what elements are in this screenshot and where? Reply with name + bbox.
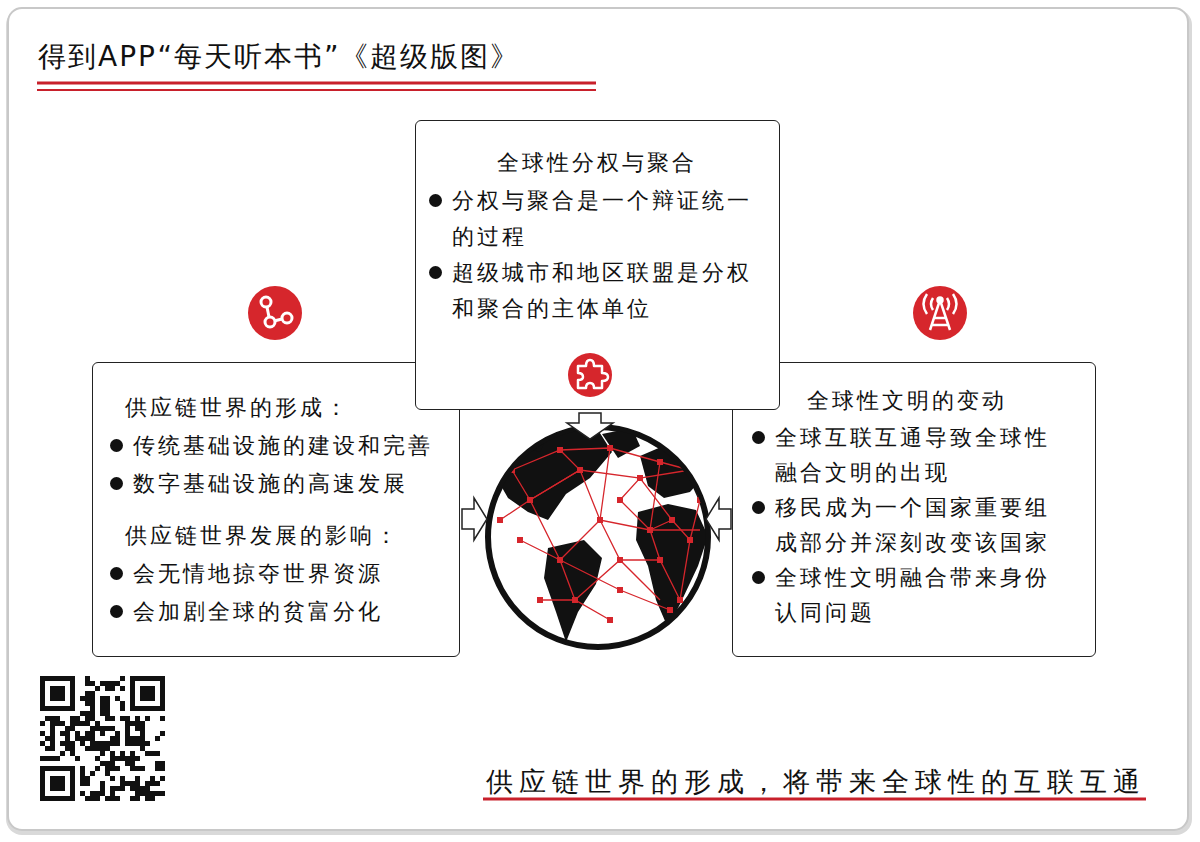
title-underline bbox=[37, 89, 596, 91]
bullet-item: 传统基础设施的建设和完善 bbox=[107, 427, 449, 465]
hollow-arrow bbox=[706, 498, 731, 540]
caption-underline bbox=[483, 798, 1146, 801]
box-heading: 供应链世界发展的影响： bbox=[107, 517, 449, 555]
bullet-item: 分权与聚合是一个辩证统一的过程 bbox=[426, 183, 767, 255]
diagram-caption: 供应链世界的形成，将带来全球性的互联互通 bbox=[486, 764, 1146, 800]
box-heading: 供应链世界的形成： bbox=[107, 389, 449, 427]
bullet-item: 会加剧全球的贫富分化 bbox=[107, 593, 449, 631]
hollow-arrow bbox=[567, 413, 613, 439]
content-box: 供应链世界的形成：传统基础设施的建设和完善数字基础设施的高速发展供应链世界发展的… bbox=[92, 362, 460, 657]
bullet-item: 全球性文明融合带来身份认同问题 bbox=[749, 560, 1065, 630]
frame-border bbox=[8, 8, 1188, 830]
diagram-title: 得到APP“每天听本书”《超级版图》 bbox=[38, 38, 520, 76]
box-heading: 全球性文明的变动 bbox=[749, 383, 1065, 418]
bullet-item: 会无情地掠夺世界资源 bbox=[107, 555, 449, 593]
tower-icon bbox=[913, 286, 967, 340]
qr-code bbox=[40, 676, 165, 801]
bullet-item: 数字基础设施的高速发展 bbox=[107, 465, 449, 503]
content-box: 全球性文明的变动全球互联互通导致全球性融合文明的出现移民成为一个国家重要组成部分… bbox=[732, 362, 1096, 657]
globe bbox=[488, 427, 708, 647]
content-box: 全球性分权与聚合分权与聚合是一个辩证统一的过程超级城市和地区联盟是分权和聚合的主… bbox=[415, 120, 780, 410]
puzzle-icon bbox=[568, 353, 612, 397]
title-underline bbox=[37, 82, 596, 85]
bullet-item: 移民成为一个国家重要组成部分并深刻改变该国家 bbox=[749, 490, 1065, 560]
bullet-item: 全球互联互通导致全球性融合文明的出现 bbox=[749, 420, 1065, 490]
bullet-item: 超级城市和地区联盟是分权和聚合的主体单位 bbox=[426, 255, 767, 327]
box-heading: 全球性分权与聚合 bbox=[426, 145, 767, 181]
hollow-arrow bbox=[462, 498, 487, 540]
frame-shadow bbox=[6, 9, 1192, 835]
network-icon bbox=[248, 286, 302, 340]
